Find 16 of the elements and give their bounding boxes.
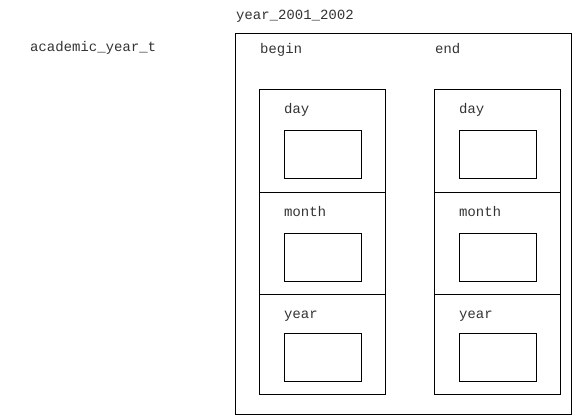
field-name: month (459, 205, 502, 221)
type-name: academic_year_t (30, 40, 156, 56)
value-box (459, 233, 537, 282)
struct-name: year_2001_2002 (236, 8, 354, 24)
struct-name: begin (260, 42, 302, 58)
value-box (284, 333, 362, 382)
value-box (284, 130, 362, 179)
field-name: day (459, 102, 484, 118)
field-name: month (284, 205, 326, 221)
value-box (459, 333, 537, 382)
struct-name: end (435, 42, 460, 58)
value-box (459, 130, 537, 179)
field-name: year (284, 307, 318, 323)
value-box (284, 233, 362, 282)
field-name: day (284, 102, 310, 118)
field-name: year (459, 307, 493, 323)
